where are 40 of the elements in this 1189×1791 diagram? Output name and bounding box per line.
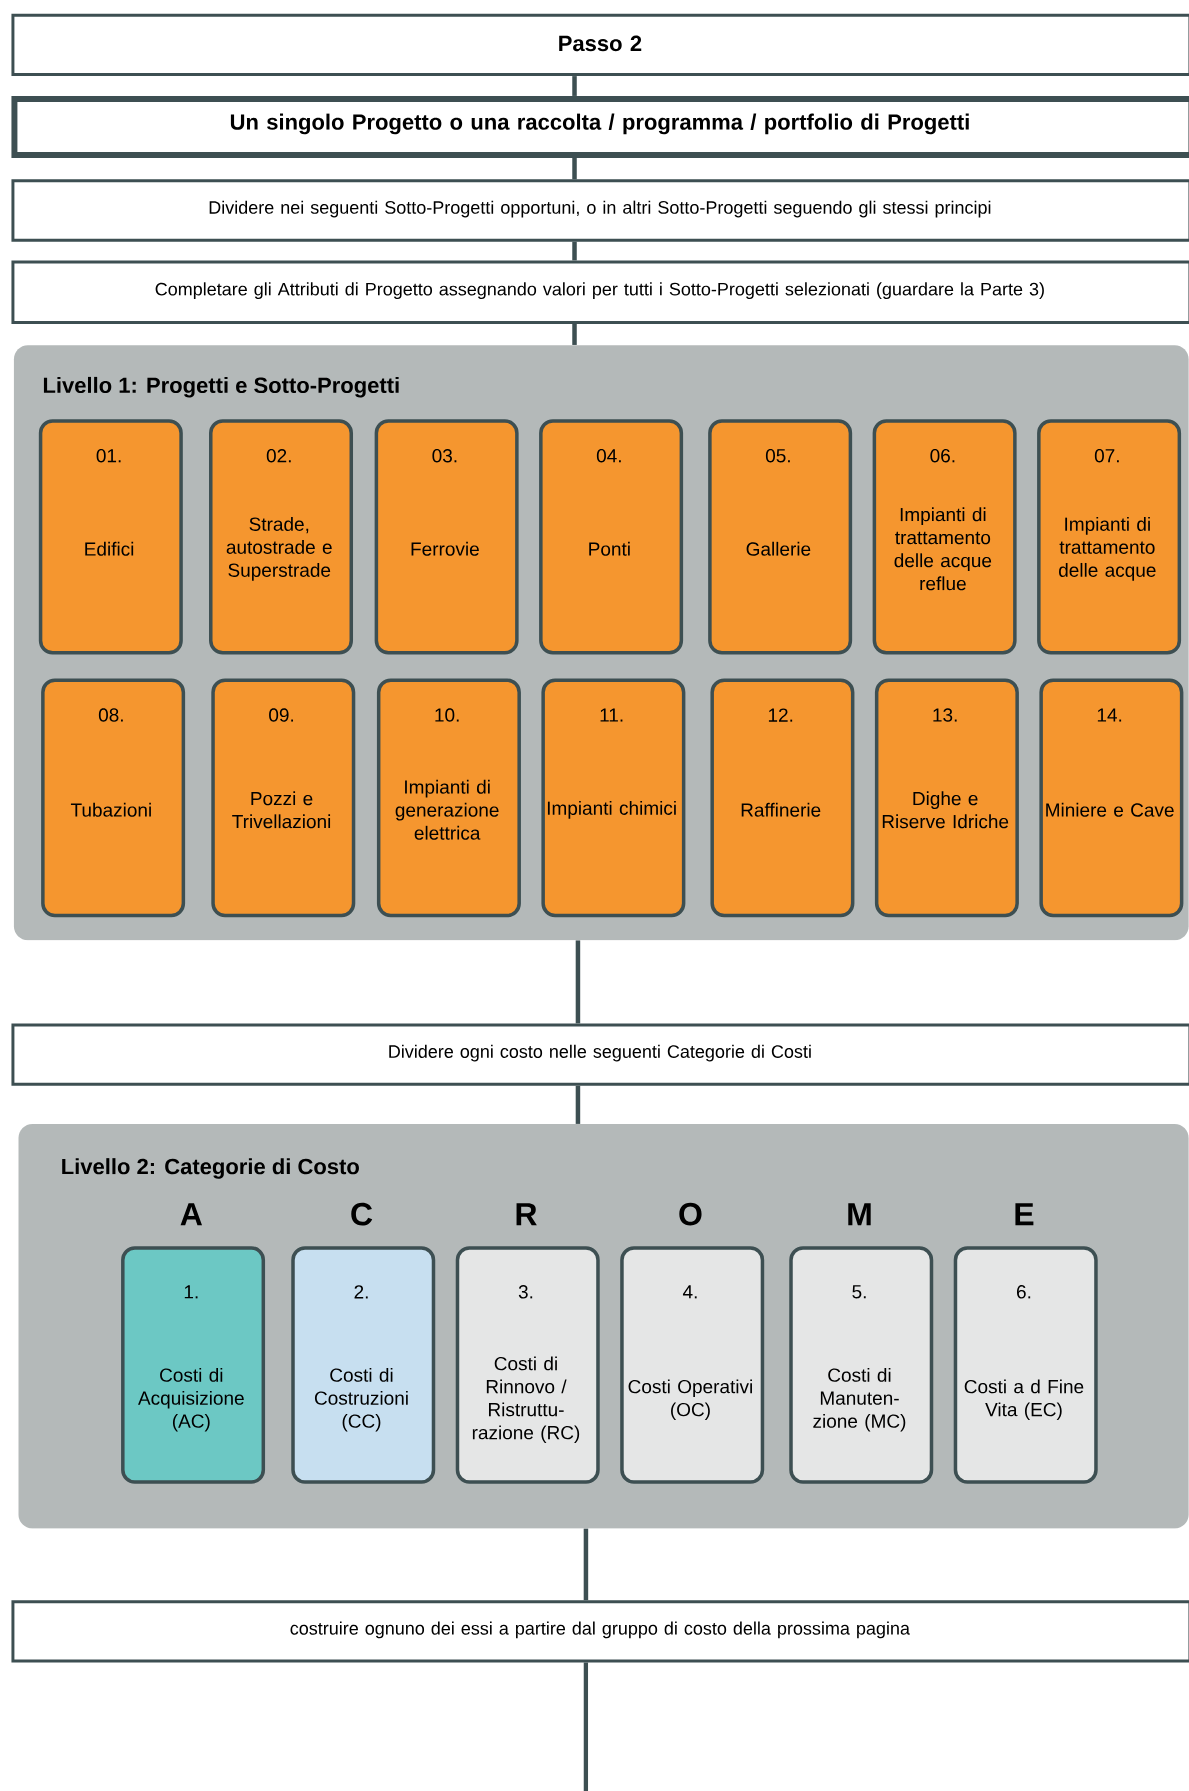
connector-line [575, 1085, 581, 1124]
sector-box: 05. Gallerie [708, 419, 853, 655]
cost-category-box: 4. Costi Operativi (OC) [620, 1246, 765, 1484]
cost-category-box: 2. Costi di Costruzioni (CC) [291, 1246, 436, 1484]
category-letter: E [1015, 1203, 1034, 1226]
category-letter: M [848, 1203, 871, 1226]
sector-box: 12. Raffinerie [710, 678, 855, 918]
sector-box: 09. Pozzi e Trivellazioni [211, 678, 356, 918]
cost-category-box: 3. Costi di Rinnovo / Ristruttu- razione (RC) [455, 1246, 600, 1484]
sector-box: 02. Strade, autostrade e Superstrade [209, 419, 353, 655]
category-letter: C [351, 1202, 373, 1226]
step-box: Dividere nei seguenti Sotto-Progetti opportuni, o in altri Sotto-Progetti seguendo gli stessi principi [11, 179, 1189, 242]
sector-box: 03. Ferrovie [374, 419, 519, 655]
cost-category-box: 1. Costi di Acquisizione (AC) [121, 1246, 266, 1484]
connector-line [583, 1528, 589, 1601]
sector-box: 08. Tubazioni [41, 678, 186, 918]
sector-box: 07. Impianti di trattamento delle acque [1037, 419, 1182, 655]
step-box: Un singolo Progetto o una raccolta / programma / portfolio di Progetti [11, 95, 1189, 158]
step-box: Completare gli Attributi di Progetto assegnando valori per tutti i Sotto-Progetti selezionati (guardare la Parte 3) [11, 260, 1189, 324]
connector-line [572, 157, 577, 180]
sector-box: 14. Miniere e Cave [1039, 678, 1184, 918]
sector-box: 06. Impianti di trattamento delle acque reflue [872, 419, 1017, 655]
sector-box: 01. Edifici [38, 419, 183, 655]
step-box: costruire ognuno dei essi a partire dal gruppo di costo della prossima pagina [11, 1600, 1189, 1663]
step-box: Dividere ogni costo nelle seguenti Categorie di Costi [11, 1023, 1189, 1086]
cost-category-box: 5. Costi di Manuten- zione (MC) [789, 1246, 934, 1484]
sector-box: 04. Ponti [539, 419, 684, 655]
connector-line [572, 76, 577, 96]
connector-line [575, 940, 581, 1024]
category-letter: R [516, 1203, 537, 1226]
category-letter: A [180, 1203, 202, 1226]
cost-category-box: 6. Costi a d Fine Vita (EC) [953, 1246, 1098, 1484]
connector-line [572, 241, 577, 261]
sector-box: 10. Impianti di generazione elettrica [376, 678, 521, 918]
category-letter: O [679, 1202, 702, 1226]
step-box: Passo 2 [11, 13, 1189, 77]
sector-box: 13. Dighe e Riserve Idriche [874, 678, 1019, 918]
connector-line [583, 1662, 589, 1791]
sector-box: 11. Impianti chimici [541, 678, 686, 918]
connector-line [572, 323, 577, 345]
